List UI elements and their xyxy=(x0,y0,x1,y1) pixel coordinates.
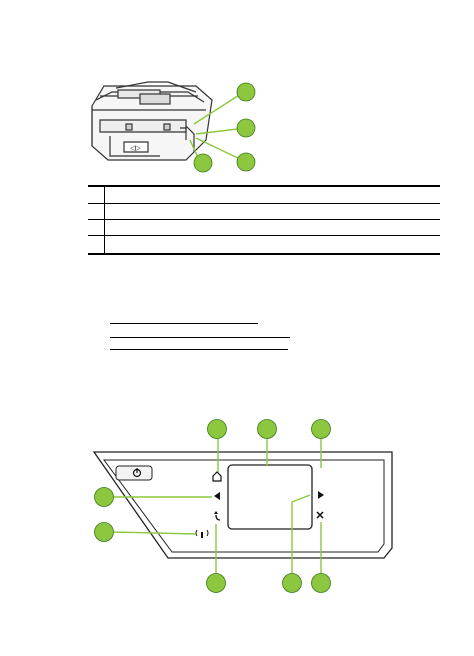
table-row-rule xyxy=(88,235,440,236)
svg-text:◁▷: ◁▷ xyxy=(130,145,141,152)
wireless-icon xyxy=(195,529,209,538)
table-row-rule xyxy=(88,203,440,204)
link-underline xyxy=(110,349,288,350)
panel-callout-7 xyxy=(282,573,302,593)
panel-callout-5 xyxy=(94,522,114,542)
control-icons xyxy=(132,468,324,538)
right-arrow-icon xyxy=(318,491,324,499)
printer-rear-illustration: ◁▷ xyxy=(91,81,213,161)
top-callout-2 xyxy=(236,118,256,138)
panel-callouts xyxy=(94,419,331,593)
back-icon xyxy=(214,511,221,521)
link-underline xyxy=(110,323,258,324)
panel-callout-6 xyxy=(206,573,226,593)
panel-callout-4 xyxy=(94,487,114,507)
cancel-icon xyxy=(316,511,324,519)
table-column-separator xyxy=(104,186,105,254)
top-callouts xyxy=(193,82,256,173)
table-top-rule xyxy=(88,185,440,187)
panel-callout-3 xyxy=(311,419,331,439)
control-panel-illustration xyxy=(92,451,393,559)
link-underline xyxy=(110,337,290,338)
top-callout-4 xyxy=(236,152,256,172)
home-icon xyxy=(212,471,222,482)
top-callout-1 xyxy=(236,82,256,102)
panel-callout-2 xyxy=(257,419,277,439)
power-icon xyxy=(132,468,142,478)
top-callout-3 xyxy=(193,153,213,173)
display-screen xyxy=(227,464,313,530)
table-row-rule xyxy=(88,219,440,220)
table-bottom-rule xyxy=(88,253,440,255)
panel-leader-lines xyxy=(111,438,322,574)
panel-callout-8 xyxy=(311,573,331,593)
left-arrow-icon xyxy=(214,492,220,500)
panel-callout-1 xyxy=(207,419,227,439)
